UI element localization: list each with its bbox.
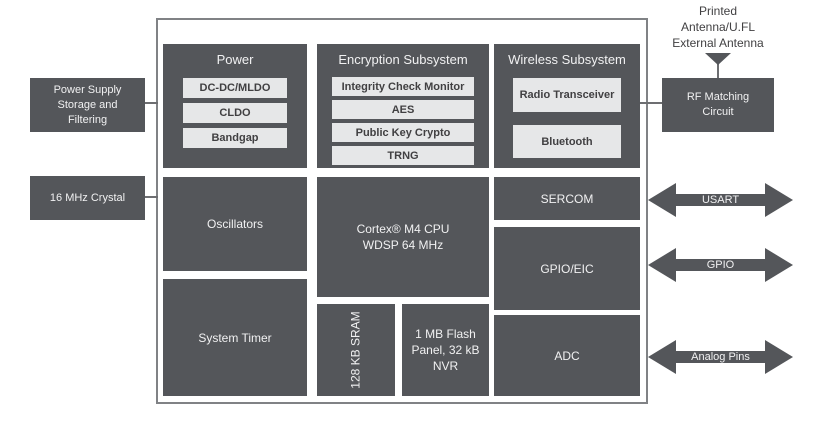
crystal-label: 16 MHz Crystal [49, 191, 126, 204]
wireless-item-radio-transceiver: Radio Transceiver [513, 78, 621, 112]
gpio-arrow: GPIO [648, 248, 793, 282]
encryption-item-trng: TRNG [332, 146, 474, 165]
arrow-right-head-icon [765, 183, 793, 217]
sercom-label: SERCOM [540, 191, 594, 206]
arrow-bar: USART [676, 194, 765, 206]
system-timer-block: System Timer [163, 279, 307, 396]
wireless-title: Wireless Subsystem [508, 52, 626, 67]
power-item-dcdc-mldo: DC-DC/MLDO [183, 78, 287, 98]
arrow-bar: Analog Pins [676, 351, 765, 363]
arrow-left-head-icon [648, 340, 676, 374]
crystal-box: 16 MHz Crystal [30, 176, 145, 220]
arrow-left-head-icon [648, 248, 676, 282]
sram-block: 128 KB SRAM [317, 304, 395, 396]
encryption-item-icm: Integrity Check Monitor [332, 77, 474, 96]
encryption-block: Encryption Subsystem Integrity Check Mon… [317, 44, 489, 168]
rf-matching-box: RF Matching Circuit [662, 78, 774, 132]
flash-block: 1 MB Flash Panel, 32 kB NVR [402, 304, 489, 396]
wireless-item-bluetooth: Bluetooth [513, 125, 621, 158]
encryption-item-aes: AES [332, 100, 474, 119]
adc-block: ADC [494, 315, 640, 396]
gpio-eic-block: GPIO/EIC [494, 227, 640, 310]
connector-crystal [145, 196, 158, 198]
oscillators-block: Oscillators [163, 177, 307, 271]
gpio-arrow-label: GPIO [706, 258, 735, 271]
arrow-right-head-icon [765, 340, 793, 374]
antenna-label: Printed Antenna/U.FL External Antenna [672, 4, 764, 50]
oscillators-label: Oscillators [206, 217, 263, 231]
power-item-cldo: CLDO [183, 103, 287, 123]
usart-arrow-label: USART [701, 193, 740, 206]
analog-pins-arrow: Analog Pins [648, 340, 793, 374]
power-supply-box: Power Supply Storage and Filtering [30, 78, 145, 132]
usart-arrow: USART [648, 183, 793, 217]
gpio-eic-label: GPIO/EIC [540, 261, 594, 276]
rf-matching-label: RF Matching Circuit [686, 91, 750, 118]
arrow-left-head-icon [648, 183, 676, 217]
power-block: Power DC-DC/MLDO CLDO Bandgap [163, 44, 307, 168]
system-timer-label: System Timer [198, 330, 272, 345]
sram-label: 128 KB SRAM [349, 311, 363, 389]
cpu-block: Cortex® M4 CPU WDSP 64 MHz [317, 177, 489, 297]
antenna-feed-line [717, 60, 719, 78]
power-title: Power [216, 52, 254, 67]
connector-power-supply [145, 102, 158, 104]
adc-label: ADC [554, 348, 580, 363]
arrow-right-head-icon [765, 248, 793, 282]
connector-rf-matching [640, 102, 662, 104]
power-supply-label: Power Supply Storage and Filtering [53, 83, 122, 126]
power-item-bandgap: Bandgap [183, 128, 287, 148]
encryption-title: Encryption Subsystem [338, 52, 468, 67]
arrow-bar: GPIO [676, 259, 765, 271]
cpu-label: Cortex® M4 CPU WDSP 64 MHz [356, 222, 450, 252]
wireless-block: Wireless Subsystem Radio Transceiver Blu… [494, 44, 640, 168]
encryption-item-pkc: Public Key Crypto [332, 123, 474, 142]
flash-label: 1 MB Flash Panel, 32 kB NVR [411, 327, 480, 373]
analog-pins-arrow-label: Analog Pins [691, 350, 750, 363]
antenna-icon [705, 53, 731, 65]
sercom-block: SERCOM [494, 177, 640, 220]
